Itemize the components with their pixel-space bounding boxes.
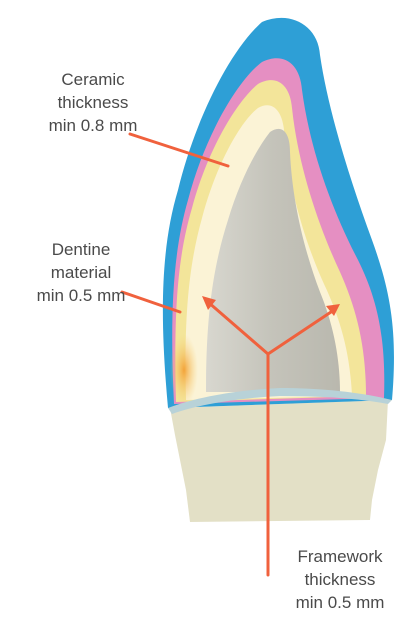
framework-label-line2: thickness <box>270 568 410 591</box>
framework-thickness-label: Framework thickness min 0.5 mm <box>270 545 410 614</box>
ceramic-label-line2: thickness <box>18 91 168 114</box>
ceramic-label-line3: min 0.8 mm <box>18 114 168 137</box>
tooth-root <box>170 400 388 522</box>
ceramic-thickness-label: Ceramic thickness min 0.8 mm <box>18 68 168 137</box>
dentine-label-line3: min 0.5 mm <box>6 284 156 307</box>
dentine-glow <box>170 334 198 406</box>
dentine-label-line2: material <box>6 261 156 284</box>
framework-label-line3: min 0.5 mm <box>270 591 410 614</box>
framework-label-line1: Framework <box>270 545 410 568</box>
dentine-material-label: Dentine material min 0.5 mm <box>6 238 156 307</box>
ceramic-label-line1: Ceramic <box>18 68 168 91</box>
dentine-label-line1: Dentine <box>6 238 156 261</box>
